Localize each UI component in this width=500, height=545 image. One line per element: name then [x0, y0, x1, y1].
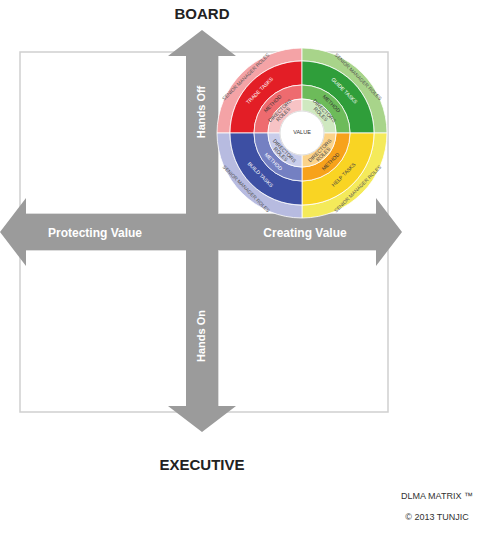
trademark-note: DLMA MATRIX ™: [401, 492, 473, 501]
quadrant-box: [218, 250, 388, 412]
quadrant-box: [20, 52, 187, 214]
axis-arrow: [0, 198, 202, 266]
axis-arrow: [168, 250, 236, 432]
value-wheel: [217, 48, 387, 218]
axis-label: Hands Off: [196, 86, 208, 139]
axis-title: BOARD: [175, 6, 230, 22]
axis-label: Creating Value: [263, 227, 346, 240]
wheel-center-label: VALUE: [293, 130, 311, 136]
quadrant-box: [20, 250, 187, 412]
axis-label: Hands On: [196, 310, 208, 362]
axis-title: EXECUTIVE: [159, 457, 244, 473]
axis-label: Protecting Value: [48, 227, 142, 240]
copyright-note: © 2013 TUNJIC: [405, 513, 469, 522]
